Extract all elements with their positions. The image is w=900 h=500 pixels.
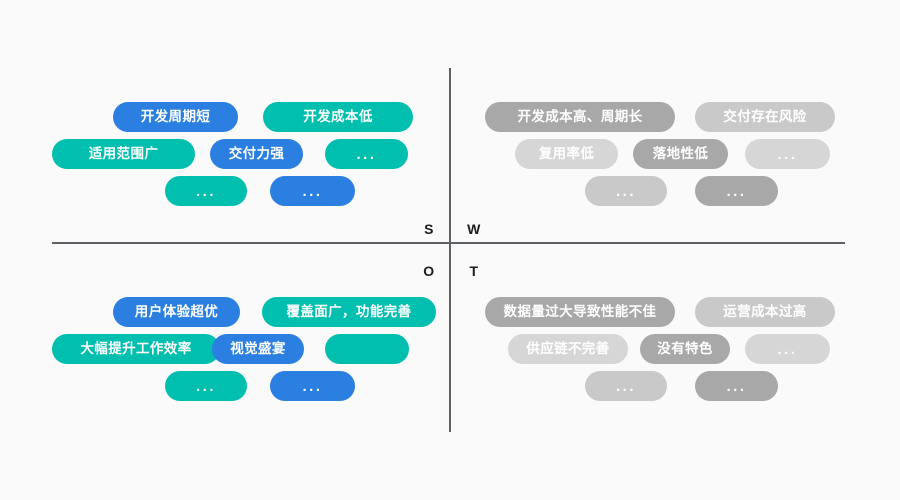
pill-label: 复用率低 xyxy=(538,146,595,162)
pill-opportunities-2-3[interactable] xyxy=(325,334,409,364)
pill-row: ...... xyxy=(40,176,440,206)
pill-row: 数据量过大导致性能不佳 运营成本过高 xyxy=(470,297,870,327)
pill-label: ... xyxy=(302,377,323,395)
pill-label: 落地性低 xyxy=(652,146,709,162)
pill-strengths-1-1[interactable]: 开发周期短 xyxy=(113,102,238,132)
pill-label: 供应链不完善 xyxy=(526,341,610,357)
pill-strengths-1-2[interactable]: 开发成本低 xyxy=(263,102,413,132)
axis-vertical-divider xyxy=(449,68,451,432)
pill-row: 复用率低 落地性低... xyxy=(470,139,870,169)
pill-row: ...... xyxy=(470,371,870,401)
pill-row: 适用范围广 交付力强... xyxy=(40,139,440,169)
pill-strengths-3-2[interactable]: ... xyxy=(270,176,355,206)
pill-weaknesses-3-2[interactable]: ... xyxy=(695,176,778,206)
pill-label: ... xyxy=(195,377,216,395)
quadrant-weaknesses: 开发成本高、周期长 交付存在风险复用率低 落地性低......... xyxy=(470,88,870,218)
quadrant-threats: 数据量过大导致性能不佳 运营成本过高供应链不完善 没有特色......... xyxy=(470,283,870,413)
pill-label: 开发成本高、周期长 xyxy=(517,109,643,125)
pill-label: ... xyxy=(726,377,747,395)
pill-weaknesses-2-3[interactable]: ... xyxy=(745,139,830,169)
pill-opportunities-2-1[interactable]: 大幅提升工作效率 xyxy=(52,334,220,364)
quadrant-label-threats: T xyxy=(469,263,479,279)
pill-weaknesses-3-1[interactable]: ... xyxy=(585,176,667,206)
pill-weaknesses-1-2[interactable]: 交付存在风险 xyxy=(695,102,835,132)
pill-weaknesses-2-2[interactable]: 落地性低 xyxy=(633,139,728,169)
pill-label: ... xyxy=(615,377,636,395)
pill-row: 开发成本高、周期长 交付存在风险 xyxy=(470,102,870,132)
quadrant-label-opportunities: O xyxy=(423,263,435,279)
pill-strengths-3-1[interactable]: ... xyxy=(165,176,247,206)
pill-threats-2-2[interactable]: 没有特色 xyxy=(640,334,730,364)
pill-opportunities-1-1[interactable]: 用户体验超优 xyxy=(113,297,240,327)
pill-threats-1-2[interactable]: 运营成本过高 xyxy=(695,297,835,327)
pill-strengths-2-3[interactable]: ... xyxy=(325,139,408,169)
pill-label: 运营成本过高 xyxy=(723,304,807,320)
pill-row: 用户体验超优 覆盖面广，功能完善 xyxy=(40,297,440,327)
pill-label: ... xyxy=(726,182,747,200)
quadrant-label-weaknesses: W xyxy=(467,221,481,237)
pill-label: ... xyxy=(356,145,377,163)
pill-label: 适用范围广 xyxy=(88,146,159,162)
quadrant-opportunities: 用户体验超优 覆盖面广，功能完善大幅提升工作效率 视觉盛宴...... xyxy=(40,283,440,413)
pill-label: 交付力强 xyxy=(228,146,285,162)
pill-label: 没有特色 xyxy=(657,341,713,357)
pill-label: ... xyxy=(777,340,798,358)
axis-horizontal-divider xyxy=(52,242,845,244)
pill-row: 大幅提升工作效率 视觉盛宴 xyxy=(40,334,440,364)
pill-label: 交付存在风险 xyxy=(723,109,807,125)
pill-threats-3-2[interactable]: ... xyxy=(695,371,778,401)
pill-opportunities-1-2[interactable]: 覆盖面广，功能完善 xyxy=(262,297,436,327)
pill-label: 覆盖面广，功能完善 xyxy=(286,304,412,320)
pill-opportunities-2-2[interactable]: 视觉盛宴 xyxy=(212,334,304,364)
quadrant-strengths: 开发周期短 开发成本低适用范围广 交付力强......... xyxy=(40,88,440,218)
pill-row: ...... xyxy=(470,176,870,206)
pill-threats-2-1[interactable]: 供应链不完善 xyxy=(508,334,628,364)
pill-threats-2-3[interactable]: ... xyxy=(745,334,830,364)
pill-label: 开发周期短 xyxy=(140,109,211,125)
pill-opportunities-3-1[interactable]: ... xyxy=(165,371,247,401)
pill-strengths-2-2[interactable]: 交付力强 xyxy=(210,139,303,169)
pill-label: ... xyxy=(302,182,323,200)
pill-weaknesses-1-1[interactable]: 开发成本高、周期长 xyxy=(485,102,675,132)
pill-row: 供应链不完善 没有特色... xyxy=(470,334,870,364)
pill-label: 用户体验超优 xyxy=(134,304,219,320)
pill-row: ...... xyxy=(40,371,440,401)
pill-opportunities-3-2[interactable]: ... xyxy=(270,371,355,401)
pill-threats-1-1[interactable]: 数据量过大导致性能不佳 xyxy=(485,297,675,327)
quadrant-label-strengths: S xyxy=(424,221,434,237)
pill-threats-3-1[interactable]: ... xyxy=(585,371,667,401)
pill-label: 大幅提升工作效率 xyxy=(80,341,192,357)
pill-row: 开发周期短 开发成本低 xyxy=(40,102,440,132)
pill-label: ... xyxy=(615,182,636,200)
pill-weaknesses-2-1[interactable]: 复用率低 xyxy=(515,139,618,169)
pill-label: 开发成本低 xyxy=(303,109,373,125)
pill-label: ... xyxy=(777,145,798,163)
pill-label: 视觉盛宴 xyxy=(230,341,286,357)
pill-strengths-2-1[interactable]: 适用范围广 xyxy=(52,139,195,169)
pill-label: 数据量过大导致性能不佳 xyxy=(503,304,657,320)
pill-label: ... xyxy=(195,182,216,200)
